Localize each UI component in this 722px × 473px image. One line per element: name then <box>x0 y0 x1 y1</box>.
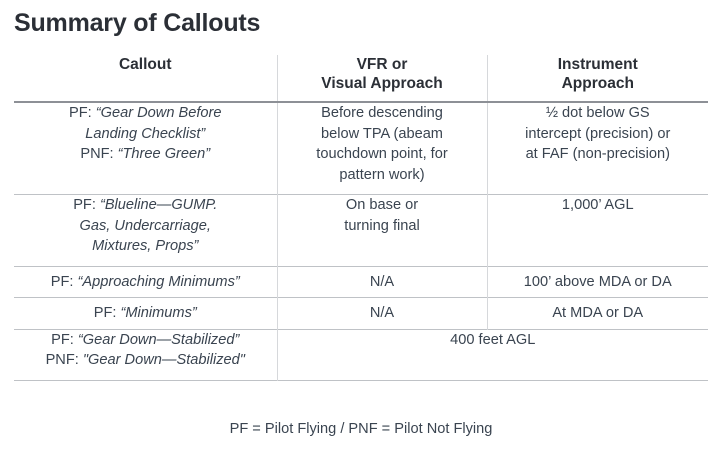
role-label: PF: <box>73 197 100 213</box>
bottom-rule-cell-2 <box>276 379 487 381</box>
row-3-callout-line-1: PF: “Approaching Minimums” <box>18 272 273 293</box>
table-row: PF: “Minimums” N/A At MDA or DA <box>14 297 708 329</box>
callout-quote: Gas, Undercarriage, <box>79 217 211 234</box>
role-label: PF: <box>51 331 78 348</box>
callout-quote: “Blueline—GUMP. <box>99 197 218 213</box>
callouts-table-wrapper: Callout VFR or Visual Approach Instrumen… <box>14 55 708 381</box>
role-label: PF: <box>93 305 121 321</box>
row-4-vfr-cell: N/A <box>276 297 487 329</box>
column-header-instrument-line1: Instrument <box>557 56 638 73</box>
callout-quote: “Three Green” <box>117 146 211 162</box>
row-5-merged-line-1: 400 feet AGL <box>450 331 536 348</box>
role-label: PF: <box>69 105 96 121</box>
row-2-vfr-line-2: turning final <box>344 217 420 234</box>
row-2-vfr-line-1: On base or <box>345 197 419 213</box>
row-4-instrument-line-1: At MDA or DA <box>552 305 644 321</box>
row-1-vfr-line-2: below TPA (abeam <box>321 125 443 142</box>
row-5-callout-line-2: PNF: "Gear Down—Stabilized" <box>14 350 277 371</box>
row-1-vfr-cell: Before descending below TPA (abeam touch… <box>276 101 487 195</box>
row-4-callout-cell: PF: “Minimums” <box>14 297 277 329</box>
column-header-callout: Callout <box>14 55 277 102</box>
row-5-merged-cell: 400 feet AGL <box>276 328 708 380</box>
row-1-callout-line-2: Landing Checklist” <box>14 124 277 145</box>
callouts-table: Callout VFR or Visual Approach Instrumen… <box>14 55 708 381</box>
row-1-callout-cell: PF: “Gear Down Before Landing Checklist”… <box>14 101 277 195</box>
table-bottom-rule <box>14 379 708 381</box>
row-1-vfr-line-1: Before descending <box>321 105 443 121</box>
row-4-vfr-line-1: N/A <box>369 305 395 321</box>
row-4-instrument-cell: At MDA or DA <box>486 297 708 329</box>
column-header-callout-line1: Callout <box>118 56 172 73</box>
callout-quote: “Approaching Minimums” <box>77 273 240 290</box>
callout-quote: “Gear Down Before <box>95 105 222 121</box>
column-header-vfr: VFR or Visual Approach <box>276 55 487 102</box>
bottom-rule-cell-3 <box>486 379 708 381</box>
row-3-vfr-line-1: N/A <box>369 273 395 290</box>
row-1-instrument-line-2: intercept (precision) or <box>525 125 671 142</box>
row-2-callout-cell: PF: “Blueline—GUMP. Gas, Undercarriage, … <box>14 194 277 266</box>
callout-quote: “Gear Down—Stabilized” <box>77 331 240 348</box>
row-3-callout-cell: PF: “Approaching Minimums” <box>14 265 277 298</box>
row-1-vfr-line-4: pattern work) <box>339 166 425 183</box>
row-2-instrument-cell: 1,000’ AGL <box>486 194 708 266</box>
column-header-vfr-line1: VFR or <box>356 56 408 73</box>
callout-quote: Mixtures, Props” <box>92 238 199 254</box>
row-2-vfr-cell: On base or turning final <box>276 194 487 266</box>
role-label: PF: <box>50 273 78 290</box>
row-5-callout-line-1: PF: “Gear Down—Stabilized” <box>14 330 277 351</box>
page-title: Summary of Callouts <box>14 9 261 37</box>
column-header-instrument: Instrument Approach <box>486 55 708 102</box>
callout-quote: "Gear Down—Stabilized" <box>82 352 245 368</box>
column-header-vfr-line2: Visual Approach <box>321 75 443 92</box>
row-1-callout-line-1: PF: “Gear Down Before <box>14 103 277 124</box>
row-3-instrument-line-1: 100’ above MDA or DA <box>523 273 672 290</box>
column-header-instrument-line2: Approach <box>561 75 634 92</box>
row-1-vfr-line-3: touchdown point, for <box>316 146 448 162</box>
role-label: PNF: <box>45 352 83 368</box>
callout-quote: “Minimums” <box>120 305 197 321</box>
row-2-callout-line-2: Gas, Undercarriage, <box>14 216 277 237</box>
role-label: PNF: <box>80 146 118 162</box>
row-3-vfr-cell: N/A <box>276 265 487 298</box>
bottom-rule-cell-1 <box>14 379 277 381</box>
row-1-callout-line-3: PNF: “Three Green” <box>14 144 277 165</box>
row-1-instrument-line-1: ½ dot below GS <box>545 105 650 121</box>
table-header-row: Callout VFR or Visual Approach Instrumen… <box>14 55 708 102</box>
row-2-callout-line-3: Mixtures, Props” <box>14 236 277 257</box>
row-1-instrument-cell: ½ dot below GS intercept (precision) or … <box>486 101 708 195</box>
table-row: PF: “Gear Down—Stabilized” PNF: "Gear Do… <box>14 328 708 380</box>
row-5-callout-cell: PF: “Gear Down—Stabilized” PNF: "Gear Do… <box>14 328 277 380</box>
table-row: PF: “Gear Down Before Landing Checklist”… <box>14 101 708 195</box>
table-row: PF: “Approaching Minimums” N/A 100’ abov… <box>14 265 708 298</box>
row-4-callout-line-1: PF: “Minimums” <box>18 303 273 324</box>
row-1-instrument-line-3: at FAF (non-precision) <box>525 146 670 162</box>
table-row: PF: “Blueline—GUMP. Gas, Undercarriage, … <box>14 194 708 266</box>
row-2-callout-line-1: PF: “Blueline—GUMP. <box>14 195 277 216</box>
footer-legend: PF = Pilot Flying / PNF = Pilot Not Flyi… <box>229 421 493 437</box>
row-2-instrument-line-1: 1,000’ AGL <box>561 197 634 213</box>
callout-quote: Landing Checklist” <box>85 125 206 142</box>
row-3-instrument-cell: 100’ above MDA or DA <box>486 265 708 298</box>
